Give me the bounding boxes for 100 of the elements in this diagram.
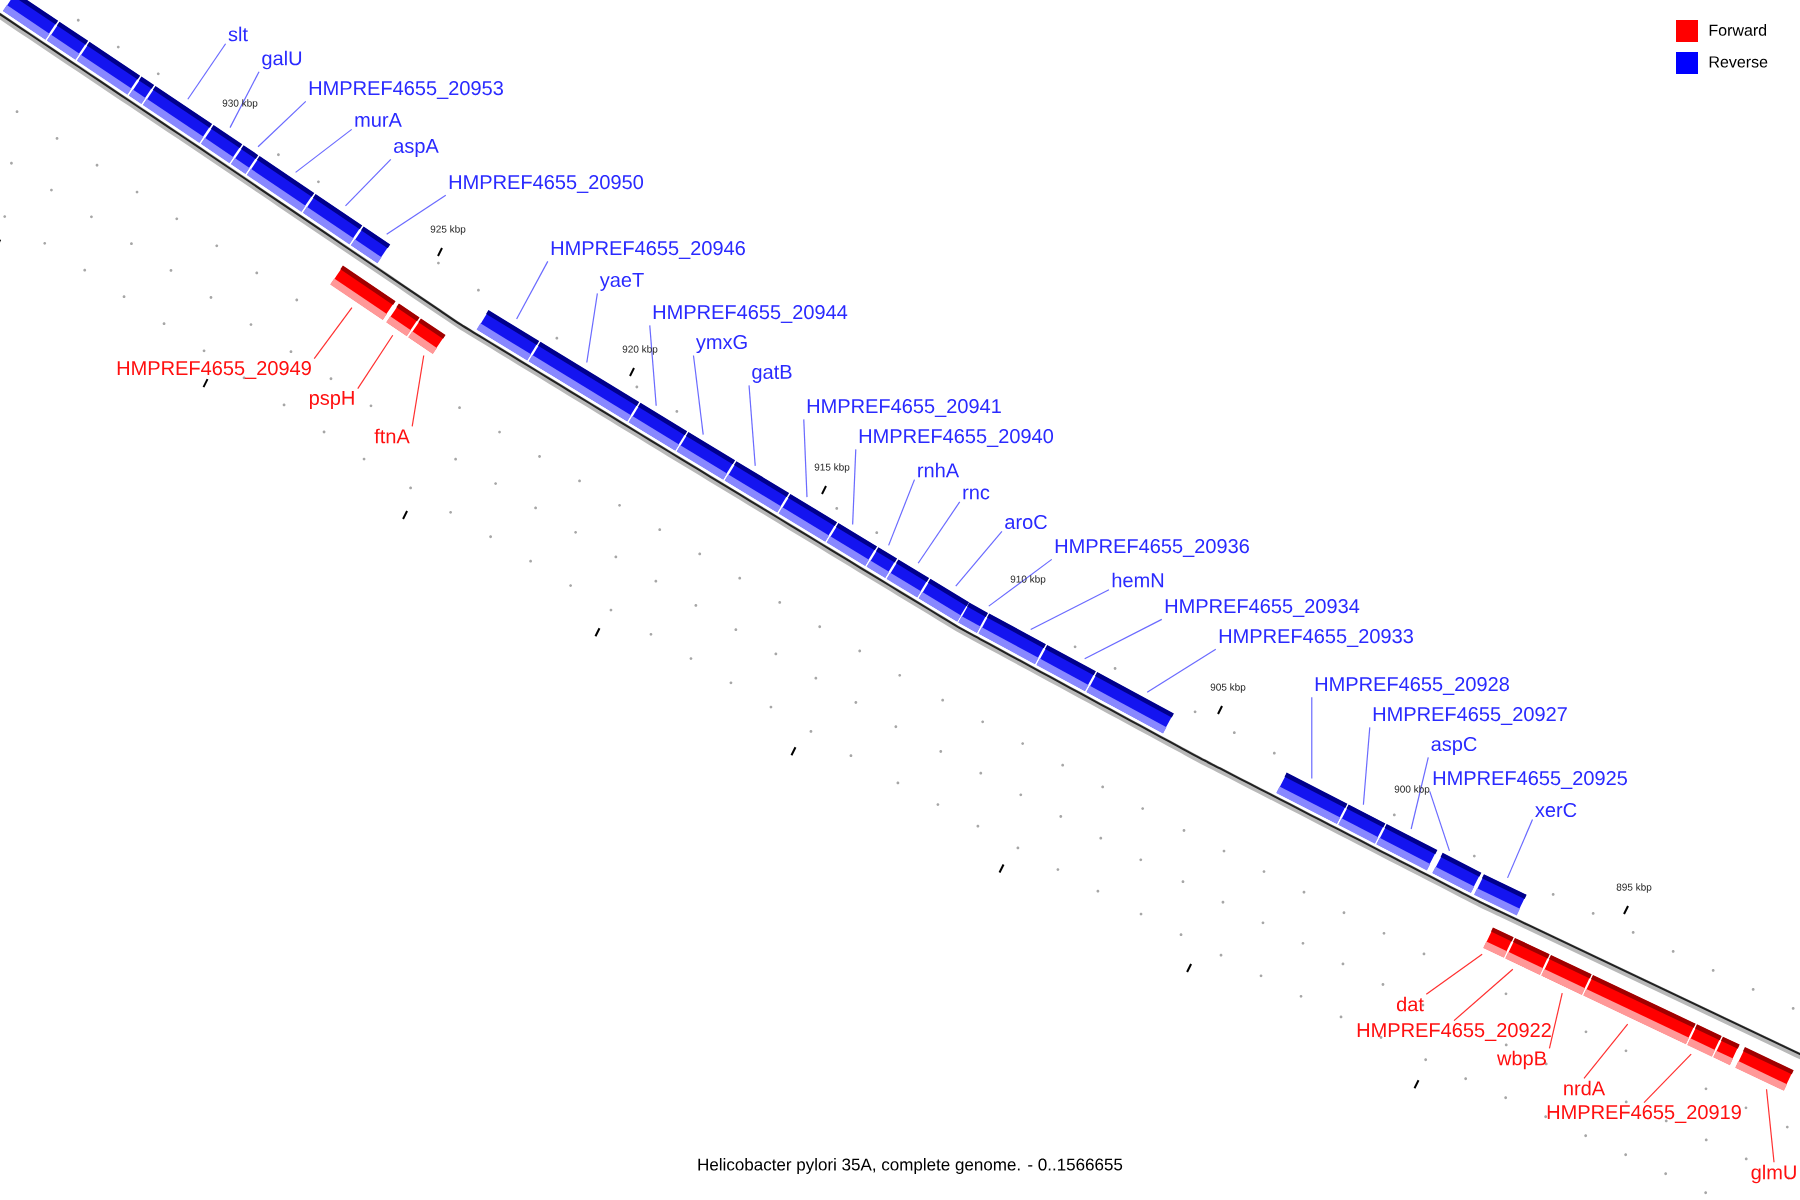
gene-block (408, 318, 446, 354)
gene-block (1713, 1036, 1740, 1066)
leader-line (1548, 992, 1563, 1049)
leader-line (411, 354, 425, 427)
gene-block (200, 124, 243, 164)
gene-label: pspH (309, 391, 354, 409)
gene-block (1036, 644, 1096, 692)
leader-line (1583, 1023, 1629, 1079)
leader-line (586, 292, 598, 364)
gene-block (724, 461, 790, 513)
leader-line (1362, 726, 1371, 806)
gene-block (1086, 672, 1174, 734)
gene-block (1687, 1024, 1722, 1057)
gene-block (476, 310, 540, 361)
gene-block (1276, 772, 1348, 825)
gene-label: HMPREF4655_20933 (1219, 629, 1413, 647)
leader-line (295, 128, 353, 173)
gene-label: aspA (394, 139, 439, 157)
gene-block (628, 402, 688, 451)
leader-line (187, 43, 227, 100)
gene-block (1338, 804, 1386, 844)
gene-label: xerC (1535, 802, 1577, 818)
gene-block (1735, 1047, 1794, 1091)
legend-label: Reverse (1709, 56, 1768, 68)
leader-line (1425, 953, 1483, 995)
leader-line (748, 384, 756, 467)
gene-label: murA (355, 113, 402, 127)
gene-block (778, 493, 838, 542)
gene-label: nrdA (1564, 1080, 1606, 1096)
gene-label: HMPREF4655_20934 (1165, 599, 1360, 617)
leader-line (649, 324, 657, 407)
gene-block (2, 0, 59, 40)
leader-line (313, 307, 353, 360)
gene-label: HMPREF4655_20927 (1373, 707, 1567, 725)
leader-line (692, 354, 704, 436)
leader-line (1311, 696, 1313, 780)
leader-line (344, 158, 392, 207)
leader-line (1765, 1088, 1775, 1163)
gene-label: gatB (752, 365, 792, 383)
gene-block (1432, 852, 1482, 894)
gene-block (1541, 954, 1592, 995)
gene-label: dat (1396, 996, 1424, 1012)
gene-block (1376, 824, 1438, 871)
gene-block (1505, 937, 1550, 975)
gene-label: HMPREF4655_20953 (309, 81, 503, 99)
leader-line (888, 479, 916, 546)
gene-block (886, 559, 930, 598)
leader-line (1030, 589, 1110, 631)
leader-line (1410, 756, 1429, 830)
gene-label: yaeT (599, 273, 644, 291)
gene-block (330, 265, 396, 321)
gene-block (46, 21, 89, 60)
gene-block (246, 156, 315, 212)
gene-label: hemN (1112, 572, 1164, 588)
gene-label: HMPREF4655_20950 (449, 175, 644, 193)
gene-block (918, 578, 970, 622)
gene-label: HMPREF4655_20928 (1315, 677, 1509, 695)
leader-line (1429, 790, 1451, 852)
legend-label: Forward (1709, 24, 1767, 36)
leader-line (1084, 618, 1163, 660)
leader-line (1643, 1053, 1692, 1104)
gene-label: rnhA (918, 462, 960, 478)
leader-line (229, 71, 260, 129)
gene-label: HMPREF4655_20949 (117, 361, 311, 379)
gene-label: ftnA (374, 428, 410, 444)
leader-line (917, 501, 961, 564)
gene-label: aroC (1005, 514, 1047, 530)
leader-line (516, 260, 549, 320)
gene-label: HMPREF4655_20925 (1433, 771, 1627, 789)
leader-line (803, 418, 808, 498)
gene-label: HMPREF4655_20919 (1547, 1105, 1741, 1123)
gene-block (1583, 974, 1696, 1045)
gene-block (1483, 927, 1514, 958)
leader-line (1146, 648, 1217, 693)
gene-label: HMPREF4655_20946 (551, 241, 745, 259)
gene-label: HMPREF4655_20922 (1357, 1023, 1551, 1041)
leader-line (257, 100, 307, 148)
leader-line (988, 558, 1053, 607)
gene-block (826, 523, 878, 566)
leader-line (357, 334, 394, 390)
gene-block (1474, 874, 1527, 916)
gene-block (350, 226, 391, 264)
leader-line (1453, 968, 1514, 1022)
gene-label: HMPREF4655_20941 (807, 399, 1001, 417)
gene-label: ymxG (695, 334, 747, 354)
leader-line (1506, 818, 1534, 879)
gene-label: rnc (963, 488, 990, 500)
gene-block (302, 193, 363, 245)
gene-label: glmU (1751, 1164, 1796, 1184)
gene-label: wbpB (1496, 1050, 1546, 1070)
gene-label: HMPREF4655_20940 (859, 429, 1054, 447)
caption: Helicobacter pylori 35A, complete genome. - 0..1566655 (698, 1158, 1123, 1174)
gene-block (528, 341, 640, 422)
gene-label: HMPREF4655_20944 (653, 305, 848, 323)
gene-label: HMPREF4655_20936 (1055, 539, 1249, 557)
leader-line (386, 194, 447, 235)
gene-block (978, 613, 1046, 665)
gene-block (676, 432, 736, 480)
gene-block (142, 86, 213, 143)
gene-label: aspC (1431, 736, 1477, 756)
